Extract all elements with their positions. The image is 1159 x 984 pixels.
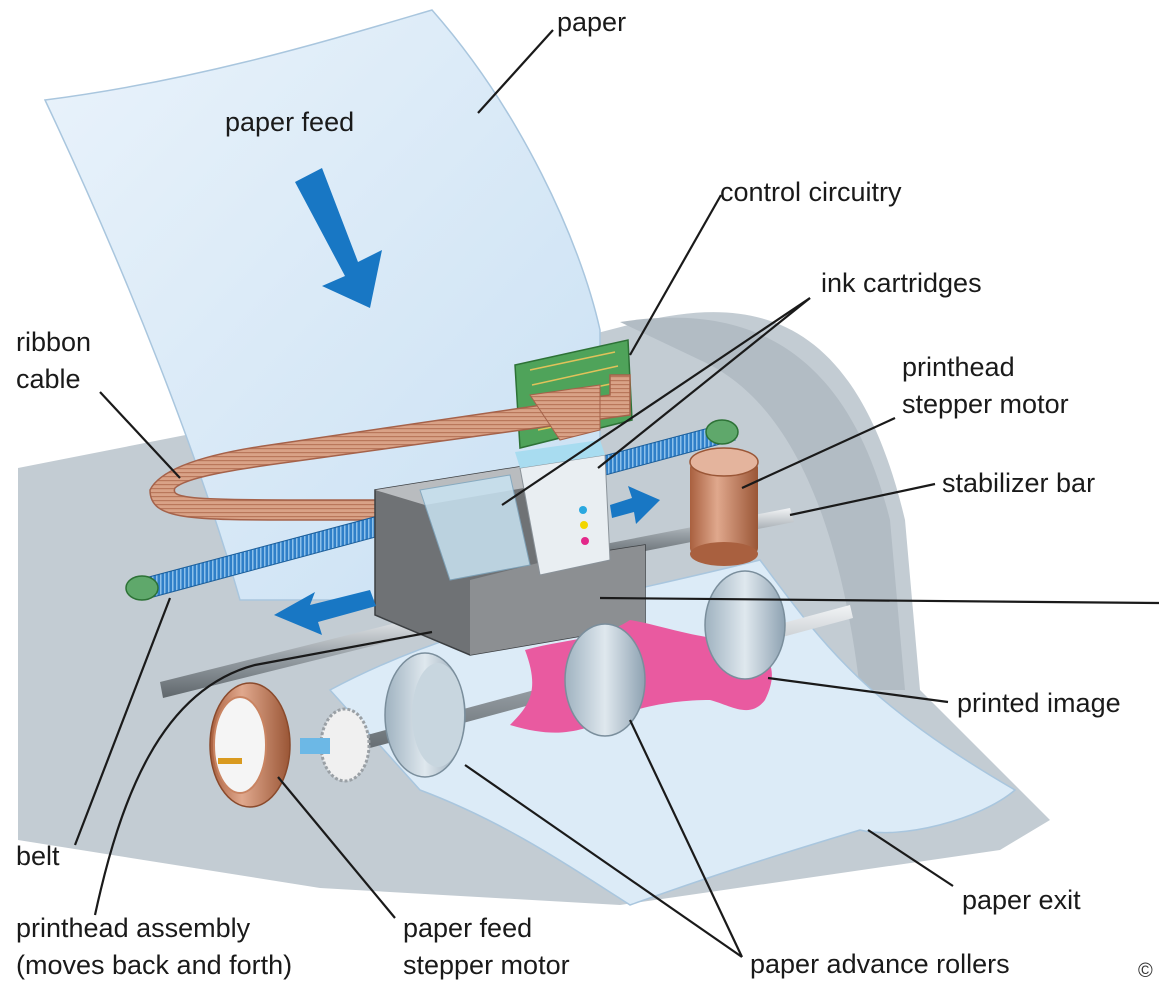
label-paper-advance-rollers: paper advance rollers: [750, 949, 1010, 979]
leader-lines: [73, 29, 1159, 958]
label-control-circuitry: control circuitry: [720, 177, 902, 207]
arrow-right-icon: [610, 486, 660, 524]
label-paper-exit: paper exit: [962, 885, 1081, 915]
roller-right: [704, 570, 786, 680]
belt-pulley-left: [125, 575, 159, 601]
ribbon-cable-shape: [149, 374, 631, 521]
carriage-rod: [160, 612, 445, 698]
ink-cartridge-color: [519, 454, 611, 576]
belt-pulley-right: [705, 419, 739, 445]
label-paper-feed: paper feed: [225, 107, 355, 137]
arrow-down-icon: [295, 168, 382, 308]
label-printed-image: printed image: [957, 688, 1121, 718]
gear-white: [319, 707, 371, 783]
copyright-mark: ©: [1138, 960, 1153, 982]
label-ink-cartridges: ink cartridges: [821, 268, 982, 298]
label-ribbon-cable: ribbon cable: [16, 327, 92, 394]
input-paper: [43, 9, 601, 601]
label-belt: belt: [16, 841, 60, 871]
housing-shadow: [620, 317, 905, 690]
label-printhead-assembly: printhead assembly (moves back and forth…: [16, 913, 293, 980]
printhead-motor-body: [690, 462, 758, 554]
label-paper: paper: [557, 7, 627, 37]
label-paper-feed-stepper-motor: paper feed stepper motor: [403, 913, 570, 980]
ink-cartridge-black: [419, 474, 531, 581]
arrow-left-icon: [274, 590, 376, 635]
label-stabilizer-bar: stabilizer bar: [942, 468, 1096, 498]
roller-middle: [564, 623, 646, 737]
label-printhead-stepper-motor: printhead stepper motor: [902, 352, 1069, 419]
